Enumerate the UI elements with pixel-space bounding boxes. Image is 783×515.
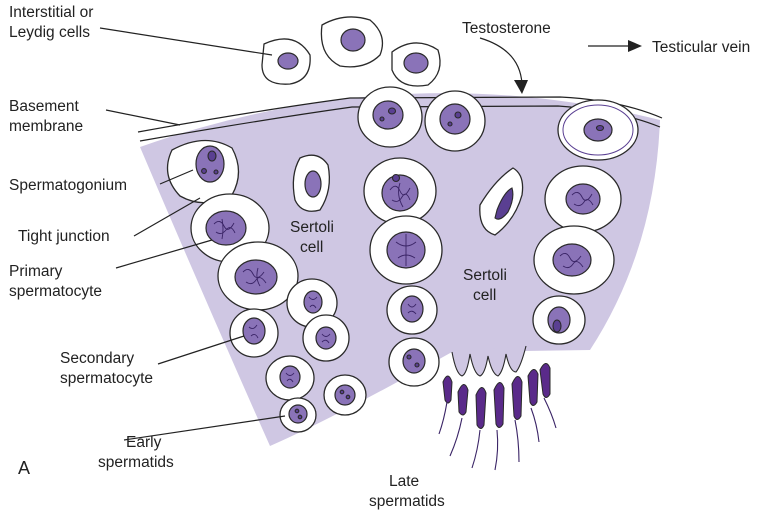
label-late-1: Late bbox=[389, 473, 419, 490]
label-secondary-1: Secondary bbox=[60, 350, 134, 367]
label-sertoli-left-2: cell bbox=[300, 239, 323, 256]
label-testosterone: Testosterone bbox=[462, 20, 551, 37]
testicular-vein-arrowhead bbox=[628, 40, 642, 52]
testosterone-curve-arrowhead bbox=[514, 80, 528, 94]
testosterone-curve-arrow bbox=[480, 38, 522, 84]
label-primary-1: Primary bbox=[9, 263, 63, 280]
label-sertoli-right-2: cell bbox=[473, 287, 496, 304]
left-sertoli-nucleus bbox=[293, 155, 329, 211]
leydig-cells bbox=[262, 17, 440, 86]
label-interstitial-1: Interstitial or bbox=[9, 4, 93, 21]
label-early-1: Early bbox=[126, 434, 162, 451]
label-testicular-vein: Testicular vein bbox=[652, 39, 750, 56]
label-sertoli-right-1: Sertoli bbox=[463, 267, 507, 284]
label-late-2: spermatids bbox=[369, 493, 445, 510]
label-secondary-2: spermatocyte bbox=[60, 370, 153, 387]
label-tight-junction: Tight junction bbox=[18, 228, 110, 245]
label-basement-1: Basement bbox=[9, 98, 79, 115]
label-sertoli-left-1: Sertoli bbox=[290, 219, 334, 236]
panel-letter: A bbox=[18, 458, 30, 478]
label-early-2: spermatids bbox=[98, 454, 174, 471]
label-interstitial-2: Leydig cells bbox=[9, 24, 90, 41]
label-primary-2: spermatocyte bbox=[9, 283, 102, 300]
label-spermatogonium: Spermatogonium bbox=[9, 177, 127, 194]
late-spermatids bbox=[439, 346, 556, 470]
label-basement-2: membrane bbox=[9, 118, 83, 135]
